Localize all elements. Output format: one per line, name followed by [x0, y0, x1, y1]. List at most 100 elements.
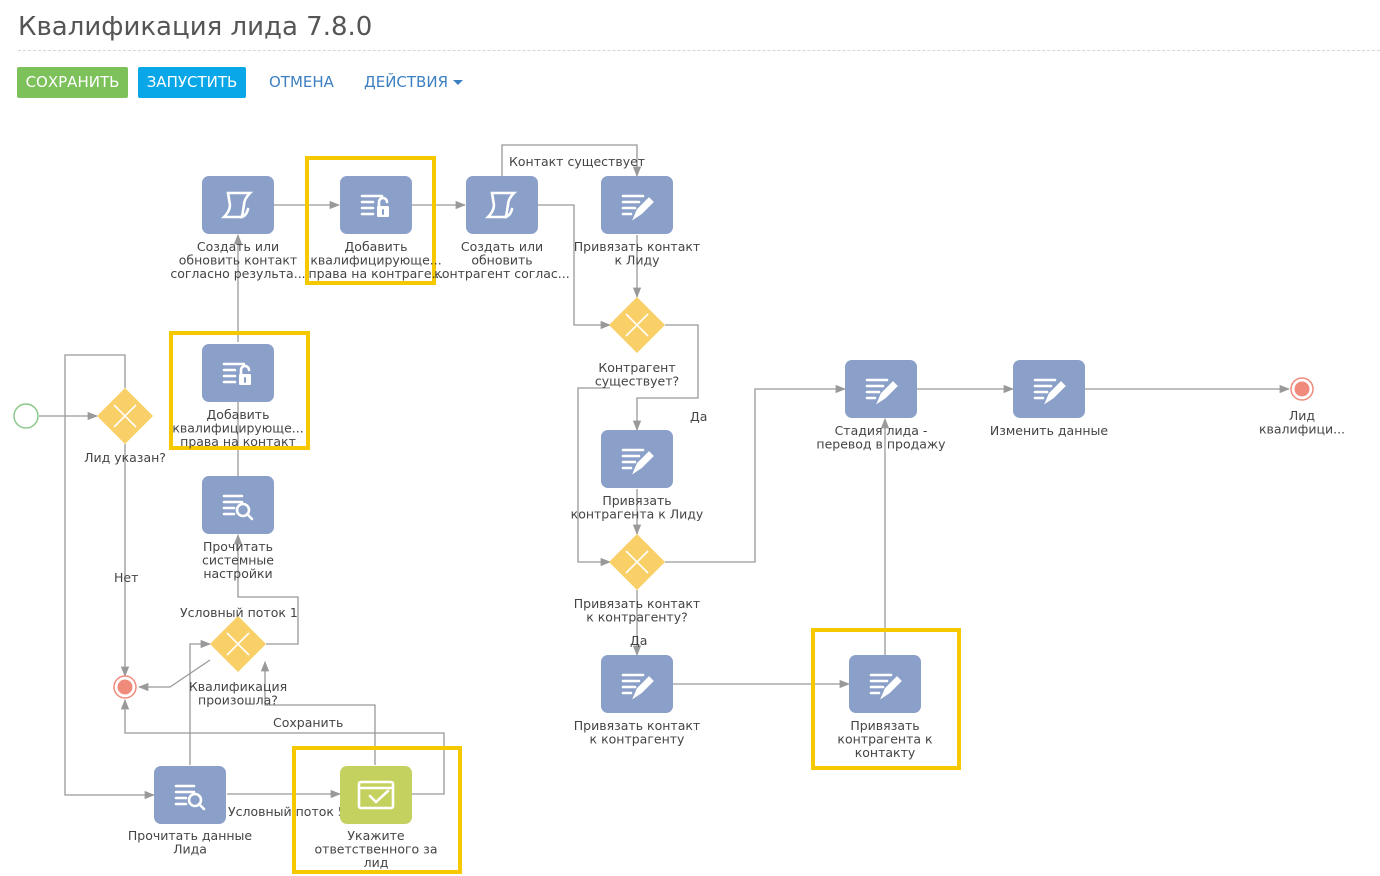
actions-label: ДЕЙСТВИЯ: [364, 73, 448, 91]
node-label: Квалификация: [189, 679, 287, 694]
node-label: лид: [364, 855, 389, 870]
access-rights-icon: [222, 362, 251, 385]
flow[interactable]: [632, 324, 699, 432]
task-shape[interactable]: [202, 176, 274, 234]
node-end-right[interactable]: Лидквалифици...: [1259, 377, 1345, 437]
exclusive-x-icon: [625, 313, 649, 337]
task-shape[interactable]: [845, 360, 917, 418]
node-label: квалифицирующе...: [172, 421, 303, 436]
flow[interactable]: [233, 533, 299, 645]
node-label: квалифици...: [1259, 422, 1345, 437]
node-label: Привязать контакт: [574, 718, 700, 733]
page-title: Квалификация лида 7.8.0: [18, 12, 373, 42]
flow-label-save: Сохранить: [273, 715, 343, 730]
flow-labels: Контакт существует Нет Условный поток 1 …: [114, 154, 707, 819]
task-shape[interactable]: [340, 176, 412, 234]
edit-data-icon: [1033, 378, 1066, 405]
actions-menu-button[interactable]: ДЕЙСТВИЯ: [364, 67, 463, 98]
end-event-core: [1294, 381, 1310, 397]
node-label: Укажите: [347, 828, 404, 843]
node-label: Привязать контакт: [574, 596, 700, 611]
task-shape[interactable]: [849, 655, 921, 713]
exclusive-x-icon: [226, 632, 250, 656]
node-stage-sale[interactable]: Стадия лида -перевод в продажу: [816, 360, 946, 452]
node-label: контрагента к Лиду: [571, 507, 704, 522]
exclusive-x-icon: [625, 550, 649, 574]
task-shape[interactable]: [340, 766, 412, 824]
node-label: к контрагенту: [590, 732, 685, 747]
start-event-shape[interactable]: [13, 403, 39, 429]
node-label: Привязать: [602, 493, 671, 508]
node-label: согласно результа...: [170, 266, 305, 281]
flow[interactable]: [665, 384, 847, 563]
task-shape[interactable]: [601, 176, 673, 234]
edit-data-icon: [621, 194, 654, 221]
node-gw-lead[interactable]: Лид указан?: [84, 388, 166, 465]
flow-label-cond-5: Условный поток 5: [228, 804, 346, 819]
node-label: ответственного за: [315, 842, 438, 857]
node-start[interactable]: [13, 403, 39, 429]
node-label: обновить: [471, 253, 532, 268]
sequence-flows: [39, 144, 1291, 800]
edit-data-icon: [865, 378, 898, 405]
node-label: произошла?: [198, 693, 278, 708]
node-label: системные: [202, 553, 274, 568]
run-button[interactable]: ЗАПУСТИТЬ: [138, 67, 246, 98]
highlight-frame: [292, 746, 462, 874]
flow[interactable]: [501, 144, 642, 178]
flow[interactable]: [120, 698, 445, 795]
node-label: Лид: [1289, 408, 1315, 423]
flow[interactable]: [538, 204, 612, 330]
flow[interactable]: [137, 659, 211, 692]
flow-label-yes-account: Да: [690, 409, 707, 424]
task-shape[interactable]: [601, 655, 673, 713]
chevron-down-icon: [453, 80, 463, 85]
task-shape[interactable]: [466, 176, 538, 234]
highlight-frame: [811, 628, 961, 770]
read-data-icon: [174, 784, 206, 811]
highlight-frame: [169, 331, 310, 450]
task-shape[interactable]: [1013, 360, 1085, 418]
flow[interactable]: [189, 639, 212, 765]
title-divider: [18, 50, 1380, 51]
node-label: Создать или: [197, 239, 279, 254]
flow[interactable]: [260, 660, 376, 765]
checkmark-icon: [357, 780, 395, 810]
cancel-button[interactable]: ОТМЕНА: [269, 73, 334, 91]
flow[interactable]: [577, 387, 612, 567]
node-label: Лида: [173, 842, 207, 857]
task-shape[interactable]: [202, 344, 274, 402]
node-label: Добавить: [345, 239, 408, 254]
flow[interactable]: [64, 354, 156, 800]
node-label: перевод в продажу: [816, 437, 946, 452]
highlight-frame: [305, 156, 436, 285]
edit-data-icon: [621, 673, 654, 700]
node-label: к контрагенту?: [586, 610, 688, 625]
save-button[interactable]: СОХРАНИТЬ: [17, 67, 128, 98]
exclusive-x-icon: [113, 404, 137, 428]
node-end-left[interactable]: [113, 675, 137, 699]
task-shape[interactable]: [601, 430, 673, 488]
node-label: Привязать: [850, 718, 919, 733]
node-label: Привязать контакт: [574, 239, 700, 254]
node-label: к Лиду: [614, 253, 660, 268]
node-label: существует?: [595, 374, 679, 389]
node-label: контакту: [855, 745, 916, 760]
node-change-data[interactable]: Изменить данные: [990, 360, 1109, 438]
node-label: контрагента к: [837, 732, 933, 747]
